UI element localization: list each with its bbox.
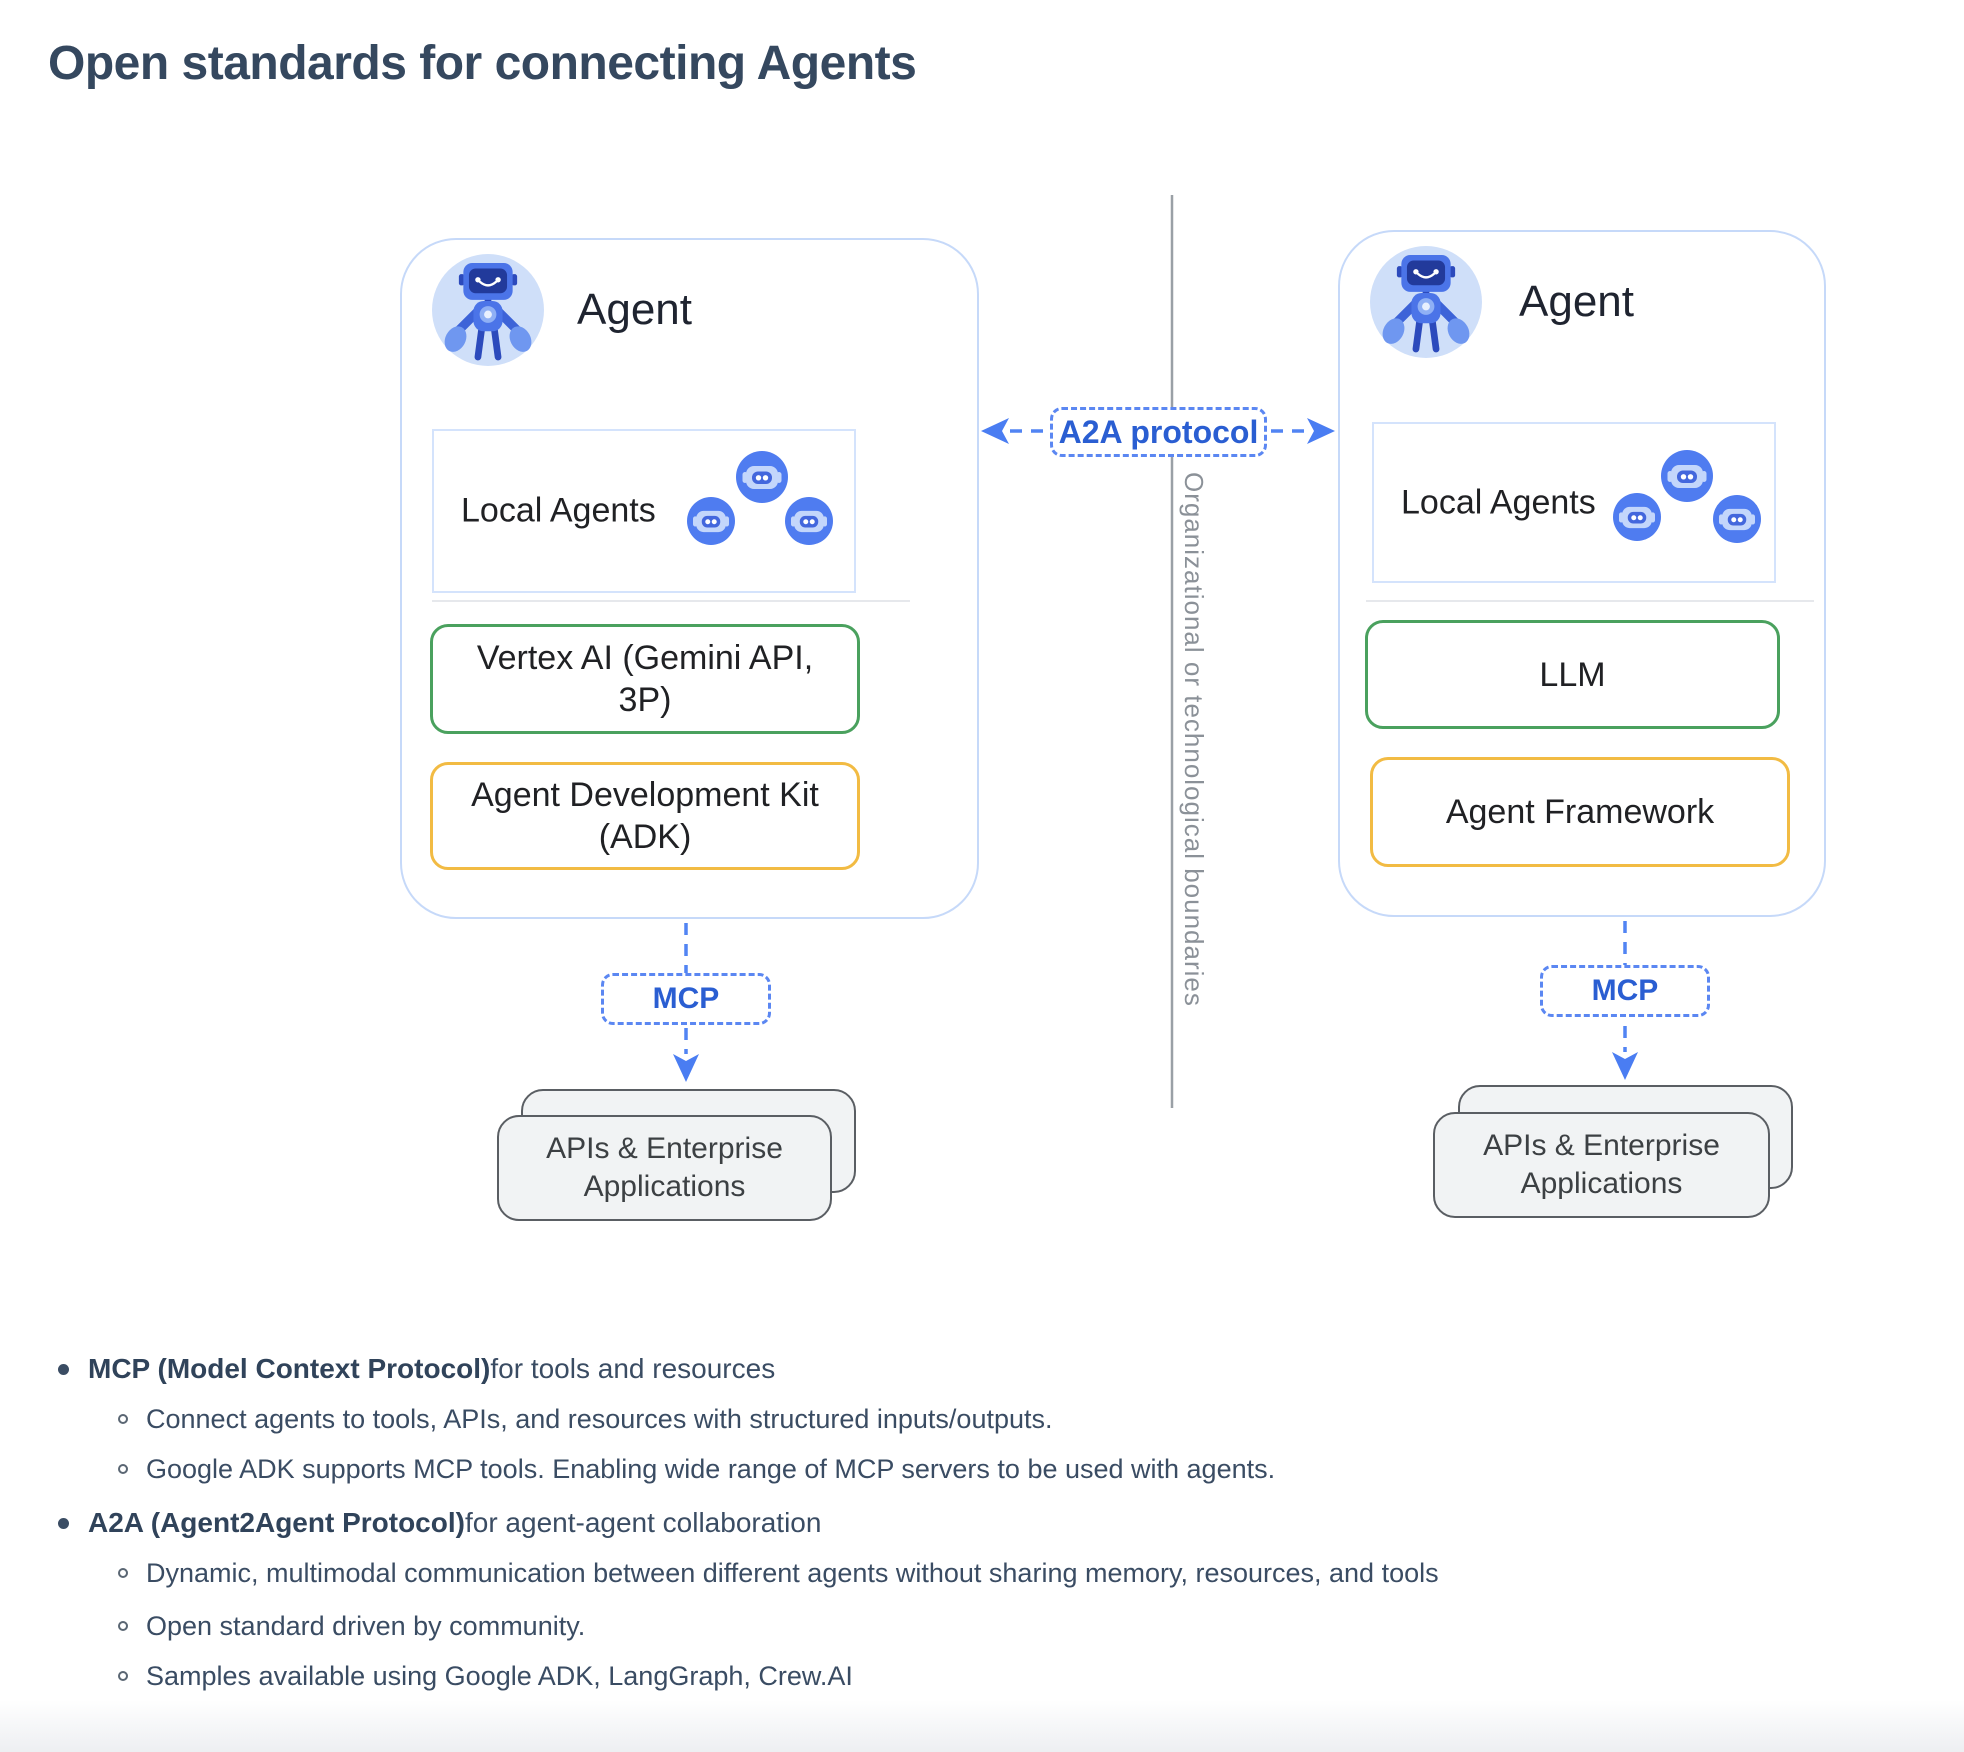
robot-head-icon bbox=[785, 497, 833, 545]
right-agent-title: Agent bbox=[1519, 277, 1634, 326]
card-divider bbox=[432, 600, 910, 602]
right-model-box: LLM bbox=[1365, 620, 1780, 729]
right-agent-robot-avatar-icon bbox=[1370, 246, 1482, 358]
a2a-protocol-badge: A2A protocol bbox=[1050, 407, 1267, 457]
a2a-arrowhead-right bbox=[1307, 418, 1335, 444]
bullet-mcp: MCP (Model Context Protocol) for tools a… bbox=[58, 1351, 775, 1387]
bullet-mcp-sub-2: Google ADK supports MCP tools. Enabling … bbox=[118, 1451, 1275, 1487]
right-model-label: LLM bbox=[1539, 655, 1606, 694]
a2a-arrowhead-left bbox=[981, 418, 1009, 444]
sub-bullet-marker bbox=[118, 1671, 128, 1681]
left-agent-title: Agent bbox=[577, 285, 692, 334]
left-apps-label: APIs & Enterprise Applications bbox=[546, 1132, 783, 1203]
right-apps-card: APIs & Enterprise Applications bbox=[1433, 1112, 1770, 1218]
robot-head-icon bbox=[1613, 493, 1661, 541]
left-mcp-label: MCP bbox=[652, 982, 720, 1015]
right-mcp-label: MCP bbox=[1591, 974, 1659, 1007]
sub-bullet-marker bbox=[118, 1464, 128, 1474]
left-agent-card: Agent Local Agents bbox=[400, 238, 979, 919]
right-local-agents-label: Local Agents bbox=[1401, 483, 1596, 521]
sub-bullet-marker bbox=[118, 1568, 128, 1578]
left-model-box: Vertex AI (Gemini API, 3P) bbox=[430, 624, 860, 734]
robot-head-icon bbox=[687, 497, 735, 545]
right-framework-box: Agent Framework bbox=[1370, 757, 1790, 867]
left-local-agents-label: Local Agents bbox=[461, 491, 656, 530]
left-framework-label: Agent Development Kit (ADK) bbox=[471, 776, 819, 856]
card-divider bbox=[1366, 600, 1814, 602]
robot-head-icon bbox=[1661, 450, 1713, 502]
left-model-label: Vertex AI (Gemini API, 3P) bbox=[476, 639, 814, 719]
bullet-a2a-sub-2: Open standard driven by community. bbox=[118, 1608, 585, 1644]
sub-bullet-marker bbox=[118, 1621, 128, 1631]
boundary-label: Organizational or technological boundari… bbox=[1179, 472, 1209, 1007]
robot-head-icon bbox=[1713, 495, 1761, 543]
mcp-right-arrowhead-down bbox=[1612, 1052, 1638, 1080]
robot-head-icon bbox=[736, 451, 788, 503]
bottom-fade bbox=[0, 1700, 1964, 1752]
mcp-left-arrowhead-down bbox=[673, 1054, 699, 1082]
left-mcp-badge: MCP bbox=[601, 973, 771, 1025]
bullet-a2a: A2A (Agent2Agent Protocol) for agent-age… bbox=[58, 1505, 821, 1541]
bullet-mcp-sub-1: Connect agents to tools, APIs, and resou… bbox=[118, 1401, 1053, 1437]
a2a-protocol-label: A2A protocol bbox=[1058, 413, 1259, 450]
sub-bullet-marker bbox=[118, 1414, 128, 1424]
right-mcp-badge: MCP bbox=[1540, 965, 1710, 1017]
right-local-agents-box: Local Agents bbox=[1372, 422, 1776, 583]
right-apps-label: APIs & Enterprise Applications bbox=[1483, 1129, 1720, 1200]
bullet-marker bbox=[58, 1363, 69, 1375]
right-framework-label: Agent Framework bbox=[1445, 793, 1715, 831]
page-title: Open standards for connecting Agents bbox=[48, 37, 917, 90]
left-agent-robot-avatar-icon bbox=[432, 254, 544, 366]
bullet-marker bbox=[58, 1517, 69, 1529]
left-local-agents-box: Local Agents bbox=[432, 429, 856, 593]
bullet-a2a-sub-3: Samples available using Google ADK, Lang… bbox=[118, 1658, 853, 1694]
bullet-a2a-sub-1: Dynamic, multimodal communication betwee… bbox=[118, 1555, 1439, 1591]
left-apps-card: APIs & Enterprise Applications bbox=[497, 1115, 832, 1221]
left-framework-box: Agent Development Kit (ADK) bbox=[430, 762, 860, 870]
right-agent-card: Agent Local Agents bbox=[1338, 230, 1826, 917]
